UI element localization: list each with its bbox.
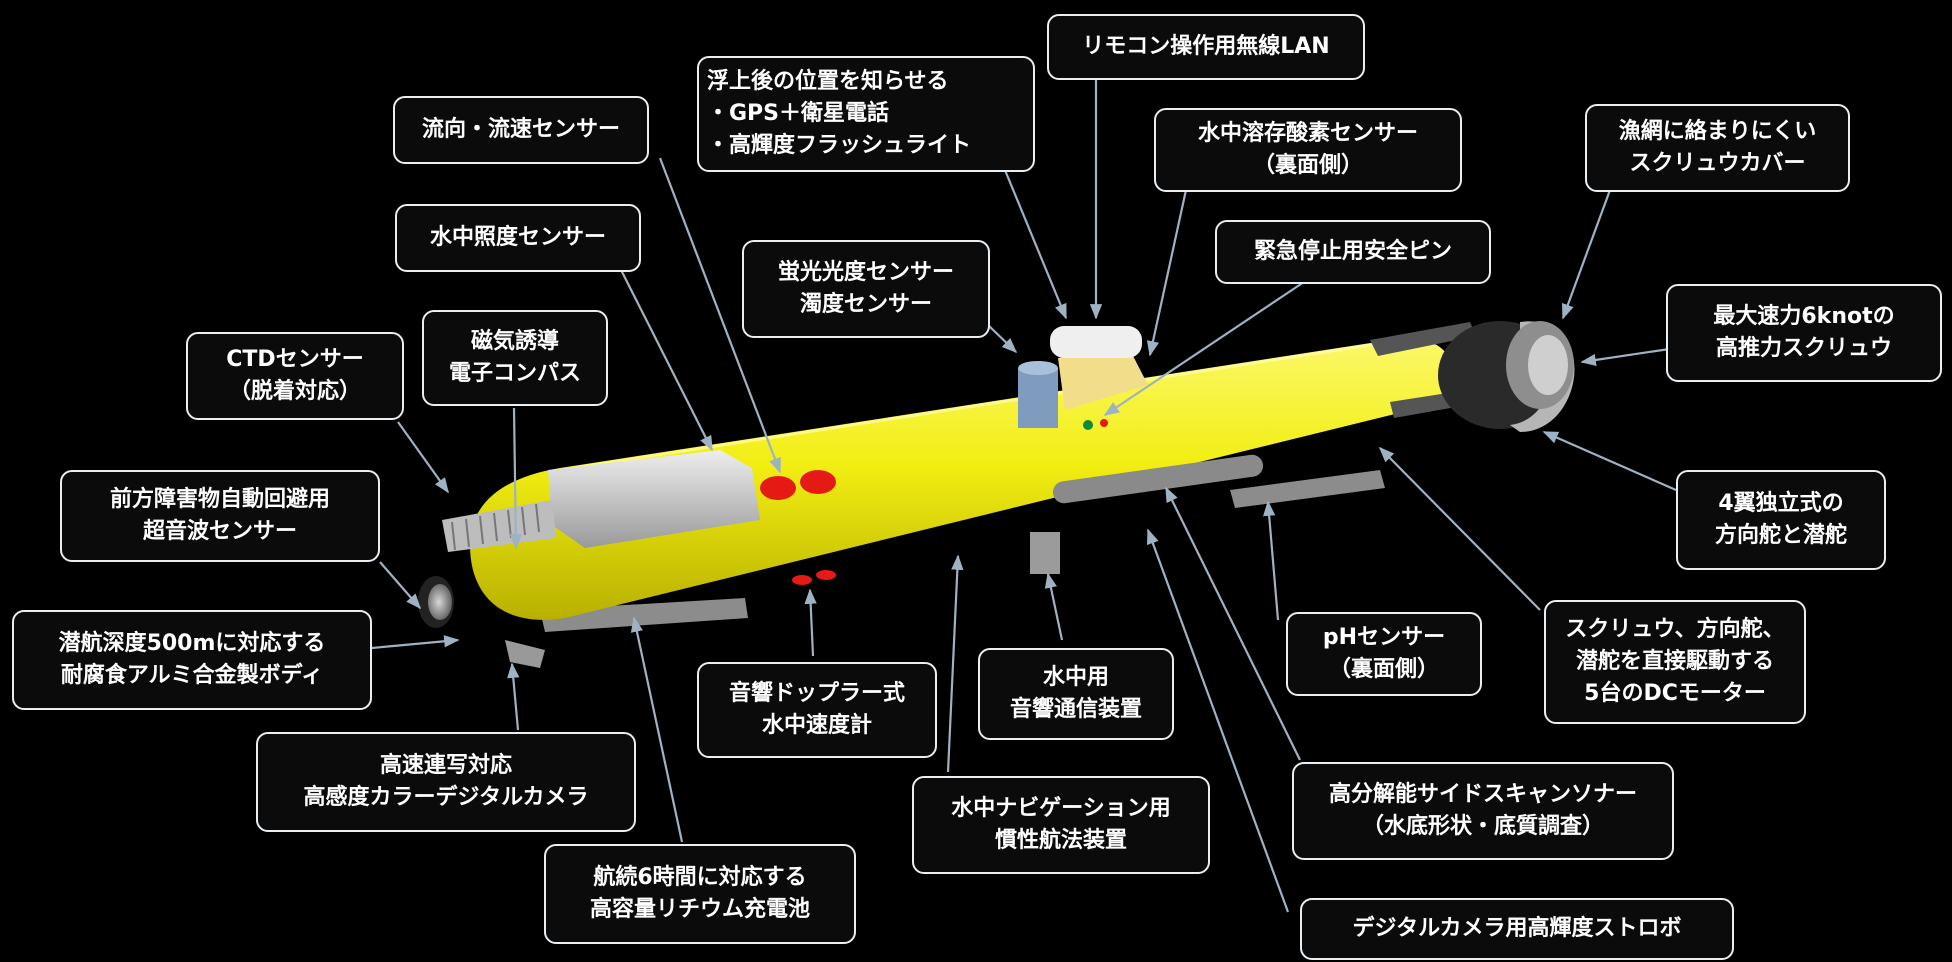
label-line: CTDセンサー [226, 347, 364, 372]
label-line: 高感度カラーデジタルカメラ [303, 785, 589, 810]
label-compass: 磁気誘導 電子コンパス [422, 310, 608, 406]
communication-mast [1018, 326, 1148, 430]
label-dc-motors: スクリュウ、方向舵、 潜舵を直接駆動する 5台のDCモーター [1544, 600, 1806, 724]
label-line: スクリュウカバー [1629, 151, 1806, 176]
label-camera: 高速連写対応 高感度カラーデジタルカメラ [256, 732, 636, 832]
label-line: 水中ナビゲーション用 [951, 796, 1171, 821]
label-rudders: 4翼独立式の 方向舵と潜舵 [1676, 470, 1886, 570]
label-max-speed: 最大速力6knotの 高推力スクリュウ [1666, 284, 1942, 382]
label-line: （裏面側） [1252, 153, 1363, 178]
label-line: 航続6時間に対応する [593, 865, 807, 890]
label-line: 5台のDCモーター [1584, 681, 1766, 706]
label-line: 磁気誘導 [470, 329, 559, 354]
label-line: 慣性航法装置 [994, 828, 1127, 853]
label-sidescan: 高分解能サイドスキャンソナー （水底形状・底質調査） [1292, 762, 1674, 860]
label-strobe: デジタルカメラ用高輝度ストロボ [1300, 898, 1734, 960]
label-inertial-nav: 水中ナビゲーション用 慣性航法装置 [912, 776, 1210, 874]
label-line: 漁網に絡まりにくい [1618, 119, 1817, 144]
label-line: 水中溶存酸素センサー [1197, 121, 1418, 146]
label-obstacle-sonar: 前方障害物自動回避用 超音波センサー [60, 470, 380, 562]
label-line: （水底形状・底質調査） [1361, 814, 1604, 839]
auv-hull [470, 338, 1453, 620]
label-do-sensor: 水中溶存酸素センサー （裏面側） [1154, 108, 1462, 192]
label-line: 高容量リチウム充電池 [589, 897, 810, 922]
label-line: デジタルカメラ用高輝度ストロボ [1352, 916, 1682, 941]
label-line: pHセンサー [1322, 625, 1446, 650]
label-doppler: 音響ドップラー式 水中速度計 [697, 662, 937, 758]
label-line: 高速連写対応 [379, 753, 512, 778]
acoustic-transducer [1030, 532, 1060, 574]
label-illum-sensor: 水中照度センサー [395, 204, 641, 272]
label-line: 超音波センサー [142, 519, 297, 544]
label-ph-sensor: pHセンサー （裏面側） [1286, 612, 1482, 696]
label-line: 耐腐食アルミ合金製ボディ [60, 663, 324, 688]
label-line: ・GPS＋衛星電話 [707, 101, 890, 126]
label-line: （脱着対応） [228, 379, 361, 404]
label-body: 潜航深度500mに対応する 耐腐食アルミ合金製ボディ [12, 610, 372, 710]
leader-lines [371, 68, 1677, 913]
red-sensor-ports [760, 470, 836, 585]
label-line: 方向舵と潜舵 [1714, 523, 1847, 548]
label-screw-cover: 漁網に絡まりにくい スクリュウカバー [1585, 104, 1850, 192]
label-line: 流向・流速センサー [421, 117, 620, 142]
sidescan-sonar-bar [1052, 454, 1264, 504]
label-ctd-sensor: CTDセンサー （脱着対応） [186, 332, 404, 420]
label-line: スクリュウ、方向舵、 [1565, 617, 1785, 642]
underside-skids [505, 470, 1385, 668]
label-line: 音響ドップラー式 [728, 681, 905, 706]
label-remote-lan: リモコン操作用無線LAN [1047, 14, 1365, 80]
label-fluoro-sensor: 蛍光光度センサー 濁度センサー [742, 240, 990, 338]
label-flow-sensor: 流向・流速センサー [393, 96, 649, 164]
label-line: 前方障害物自動回避用 [109, 487, 330, 512]
label-line: 音響通信装置 [1009, 697, 1142, 722]
label-line: 高推力スクリュウ [1715, 336, 1892, 361]
label-line: 蛍光光度センサー [777, 260, 954, 285]
label-line: 浮上後の位置を知らせる [707, 69, 949, 94]
obstacle-sonar-housing [442, 450, 760, 552]
label-line: 潜舵を直接駆動する [1575, 649, 1774, 674]
label-line: 水中用 [1042, 665, 1109, 690]
label-line: 電子コンパス [448, 361, 581, 386]
label-line: 潜航深度500mに対応する [58, 631, 326, 656]
label-emergency-pin: 緊急停止用安全ピン [1215, 220, 1491, 284]
label-line: （裏面側） [1328, 657, 1439, 682]
auv-nose [418, 576, 454, 628]
label-line: 4翼独立式の [1718, 491, 1844, 516]
label-line: リモコン操作用無線LAN [1082, 34, 1330, 59]
label-line: ・高輝度フラッシュライト [707, 133, 972, 158]
label-line: 高分解能サイドスキャンソナー [1328, 782, 1637, 807]
tail-assembly [1370, 321, 1575, 432]
label-gps-flash: 浮上後の位置を知らせる ・GPS＋衛星電話 ・高輝度フラッシュライト [697, 56, 1035, 172]
label-line: 水中速度計 [761, 713, 872, 738]
label-acoustic-comm: 水中用 音響通信装置 [978, 648, 1174, 740]
label-line: 水中照度センサー [429, 225, 606, 250]
label-line: 濁度センサー [799, 292, 932, 317]
label-battery: 航続6時間に対応する 高容量リチウム充電池 [544, 844, 856, 944]
label-line: 緊急停止用安全ピン [1253, 239, 1452, 264]
label-line: 最大速力6knotの [1713, 304, 1895, 329]
